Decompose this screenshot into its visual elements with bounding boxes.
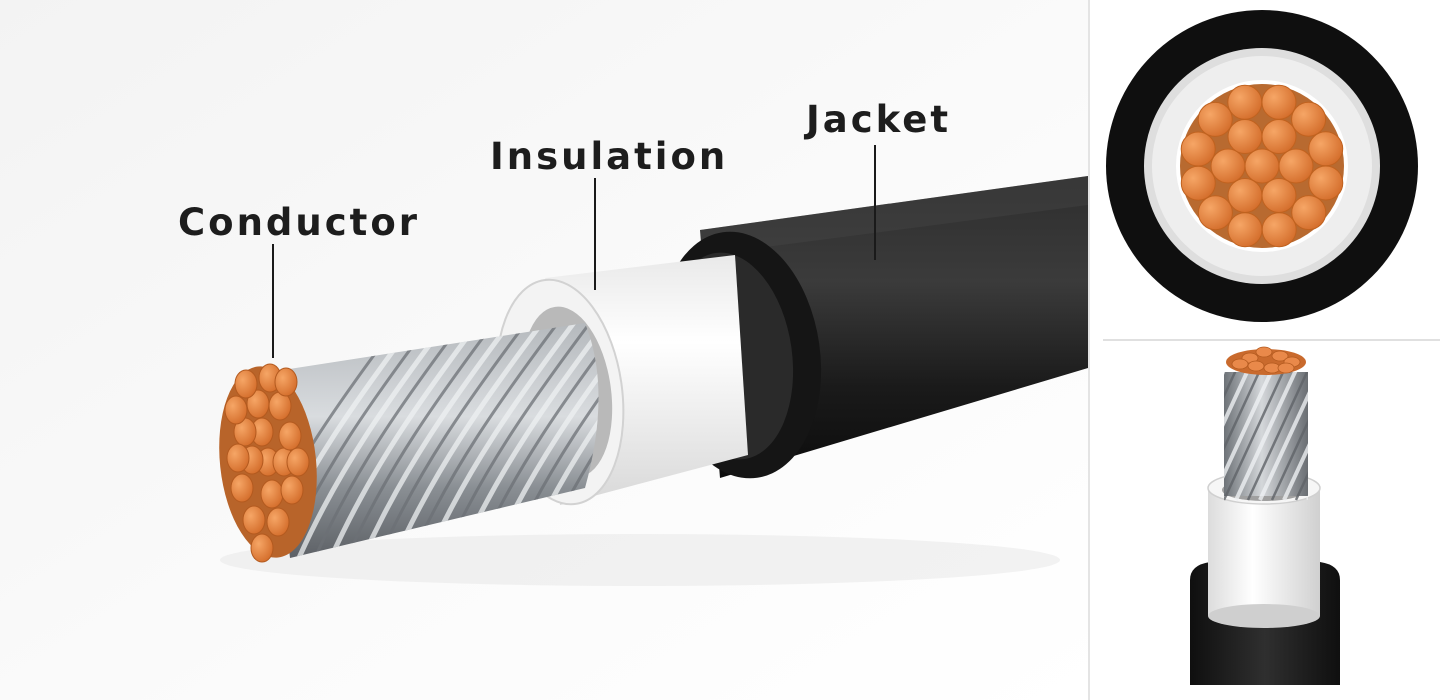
wire-strand	[1234, 372, 1298, 501]
copper-strand	[1197, 195, 1233, 231]
wire-strand	[1258, 391, 1308, 501]
conductor-label: Conductor	[178, 201, 421, 244]
wire-strand	[376, 323, 530, 558]
wire-strand	[312, 323, 466, 558]
wire-strand	[1270, 419, 1308, 501]
copper-strand	[1231, 358, 1249, 370]
copper-strand	[242, 505, 266, 535]
copper-strand	[1271, 350, 1289, 362]
copper-strand	[234, 369, 258, 399]
jacket-leader-line	[874, 145, 876, 260]
copper-strand	[1197, 101, 1233, 137]
copper-strand	[1210, 148, 1246, 184]
copper-strand	[1227, 212, 1263, 248]
copper-strand	[226, 443, 250, 473]
wire-strand	[1224, 372, 1250, 427]
wire-strand	[1224, 372, 1285, 501]
wire-strand	[1246, 372, 1308, 501]
copper-strand	[1227, 177, 1263, 213]
wire-strand	[1224, 372, 1261, 451]
copper-strand	[1180, 165, 1216, 201]
copper-strand	[278, 421, 302, 451]
wire-strand	[1224, 372, 1274, 479]
copper-strand	[1277, 362, 1295, 374]
copper-strand	[224, 395, 248, 425]
copper-strand	[260, 479, 284, 509]
cable-shadow	[220, 534, 1060, 586]
jacket-label: Jacket	[806, 98, 952, 141]
copper-strand	[1244, 148, 1280, 184]
copper-strand	[286, 447, 310, 477]
wire-strand	[1282, 443, 1308, 501]
copper-strand	[1227, 84, 1263, 120]
copper-strand	[1278, 148, 1314, 184]
copper-strand	[280, 475, 304, 505]
wire-strand	[391, 323, 547, 558]
copper-strand	[1308, 131, 1344, 167]
conductor-end-face	[219, 363, 317, 563]
copper-strand	[1255, 346, 1273, 358]
vertical-cable-thumbnail	[1190, 346, 1340, 685]
horizontal-divider	[1103, 339, 1440, 341]
copper-strand	[1261, 84, 1297, 120]
copper-strand	[1291, 101, 1327, 137]
wire-strand	[1294, 471, 1308, 501]
copper-strand	[1291, 195, 1327, 231]
copper-strand	[274, 367, 298, 397]
copper-strand	[1261, 119, 1297, 155]
copper-strand	[266, 507, 290, 537]
copper-strand	[250, 533, 274, 563]
wire-strand	[295, 323, 451, 558]
wire-strand	[1224, 372, 1237, 399]
copper-strand	[1308, 165, 1344, 201]
wire-strand	[327, 323, 483, 558]
conductor-leader-line	[272, 244, 274, 358]
cross-section-thumbnail	[1106, 10, 1418, 322]
copper-strand	[1261, 212, 1297, 248]
insulation-leader-line	[594, 178, 596, 290]
copper-strand	[1261, 177, 1297, 213]
copper-strand	[230, 473, 254, 503]
copper-strand	[1227, 119, 1263, 155]
wire-strand	[344, 323, 498, 558]
insulation-label: Insulation	[490, 135, 729, 178]
wire-strand	[359, 323, 515, 558]
copper-strand	[1180, 131, 1216, 167]
copper-strand	[1247, 360, 1265, 372]
vertical-divider	[1088, 0, 1090, 700]
